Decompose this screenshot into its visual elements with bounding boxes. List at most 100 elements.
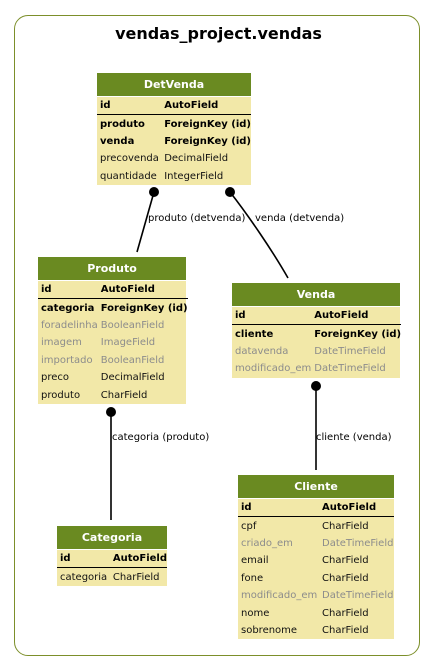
field-type: CharField (112, 571, 160, 583)
relation-label-categoria: categoria (produto) (112, 432, 210, 443)
field-row: criado_em DateTimeField (238, 535, 394, 552)
diagram-title: vendas_project.vendas (115, 24, 322, 43)
field-name: id (232, 307, 312, 326)
model-header-cliente: Cliente (238, 475, 394, 499)
field-row: cpf CharField (238, 517, 394, 535)
field-row: datavenda DateTimeField (232, 343, 401, 360)
field-type: DateTimeField (322, 537, 394, 549)
field-type: IntegerField (164, 170, 224, 182)
field-row: email CharField (238, 552, 394, 569)
field-row: importado BooleanField (38, 352, 188, 369)
relation-label-produto: produto (detvenda) (148, 213, 246, 224)
field-type: CharField (322, 555, 369, 567)
field-type: CharField (322, 572, 369, 584)
relation-endpoint-categoria (106, 407, 116, 417)
field-name: quantidade (100, 170, 157, 182)
field-row: produto ForeignKey (id) (97, 115, 251, 133)
field-name: preco (41, 372, 70, 384)
field-row: categoria CharField (57, 568, 167, 586)
field-row: fone CharField (238, 570, 394, 587)
field-name: nome (241, 607, 270, 619)
model-header-detvenda: DetVenda (97, 73, 251, 97)
field-name: modificado_em (235, 363, 312, 375)
field-type: ForeignKey (id) (100, 302, 188, 314)
field-name: importado (41, 354, 93, 366)
field-name: cpf (241, 520, 257, 532)
field-name: modificado_em (241, 590, 318, 602)
field-type: DateTimeField (314, 363, 386, 375)
field-name: categoria (41, 302, 95, 314)
field-name: categoria (60, 571, 108, 583)
field-row: venda ForeignKey (id) (97, 133, 251, 150)
field-type: ForeignKey (id) (314, 328, 402, 340)
field-type: CharField (100, 389, 148, 401)
relation-label-venda: venda (detvenda) (255, 213, 345, 224)
field-row: produto CharField (38, 386, 188, 403)
relation-endpoint-cliente (311, 381, 321, 391)
field-type: DecimalField (164, 153, 229, 165)
field-type: BooleanField (100, 319, 165, 331)
field-type: DateTimeField (322, 590, 394, 602)
field-type: AutoField (311, 307, 402, 326)
field-name: id (57, 550, 110, 569)
field-name: id (38, 281, 98, 300)
field-type: DateTimeField (314, 345, 386, 357)
diagram-frame (14, 15, 420, 656)
field-row: quantidade IntegerField (97, 168, 251, 185)
model-header-categoria: Categoria (57, 526, 167, 550)
relation-line-produto (136, 191, 155, 253)
field-row: precovenda DecimalField (97, 150, 251, 167)
field-name: email (241, 555, 269, 567)
field-row: cliente ForeignKey (id) (232, 325, 401, 343)
field-name: criado_em (241, 537, 293, 549)
field-name: sobrenome (241, 624, 298, 636)
field-name: produto (100, 118, 145, 130)
field-type: AutoField (109, 550, 167, 569)
field-name: venda (100, 135, 135, 147)
field-type: ForeignKey (id) (164, 118, 251, 130)
field-name: id (238, 499, 319, 518)
relation-endpoint-venda (225, 187, 235, 197)
field-row: modificado_em DateTimeField (238, 587, 394, 604)
field-type: CharField (322, 520, 369, 532)
field-type: AutoField (161, 97, 251, 116)
field-type: CharField (322, 624, 369, 636)
field-type: DecimalField (100, 372, 165, 384)
field-name: datavenda (235, 345, 289, 357)
field-name: fone (241, 572, 264, 584)
model-header-venda: Venda (232, 283, 400, 307)
relation-endpoint-produto (149, 187, 159, 197)
field-row: imagem ImageField (38, 334, 188, 351)
field-name: precovenda (100, 153, 159, 165)
model-header-produto: Produto (38, 257, 186, 281)
field-row: nome CharField (238, 604, 394, 621)
field-name: imagem (41, 337, 82, 349)
relation-label-cliente: cliente (venda) (316, 432, 392, 443)
relation-line-venda (229, 191, 289, 279)
field-type: ImageField (100, 337, 156, 349)
field-type: CharField (322, 607, 369, 619)
field-name: produto (41, 389, 81, 401)
field-type: AutoField (97, 281, 188, 300)
field-name: id (97, 97, 162, 116)
field-name: foradelinha (41, 319, 98, 331)
field-row: preco DecimalField (38, 369, 188, 386)
field-type: ForeignKey (id) (164, 135, 251, 147)
field-type: AutoField (319, 499, 394, 518)
field-type: BooleanField (100, 354, 165, 366)
field-row: categoria ForeignKey (id) (38, 299, 188, 317)
field-row: sobrenome CharField (238, 622, 394, 639)
field-name: cliente (235, 328, 274, 340)
